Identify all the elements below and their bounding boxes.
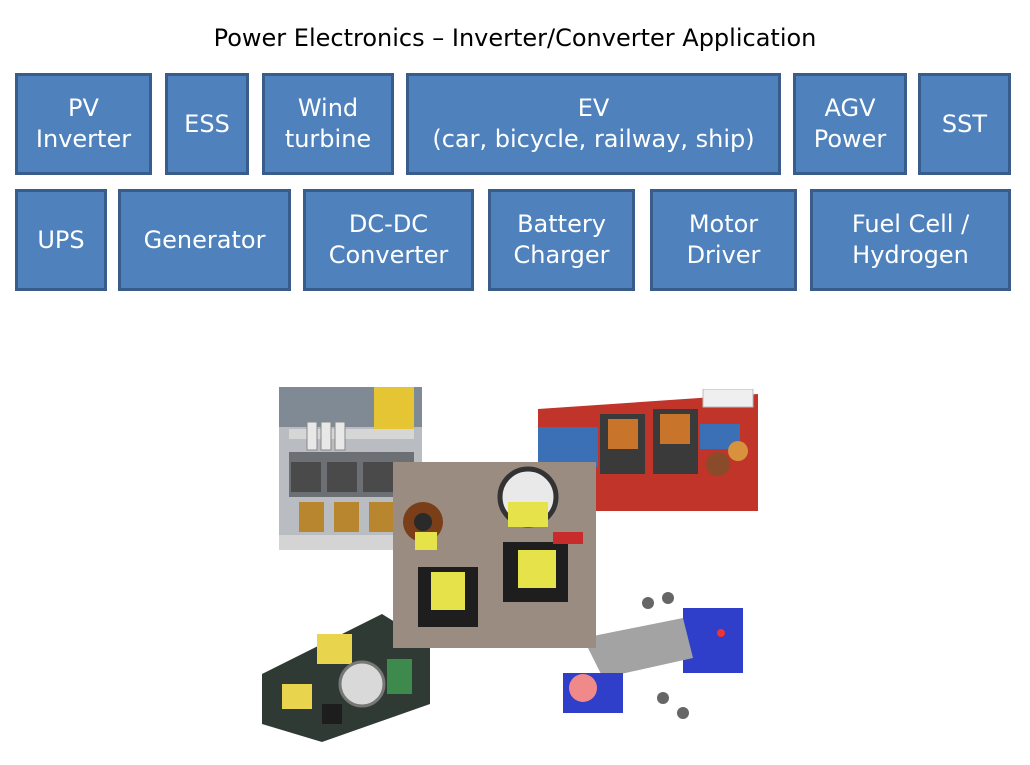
box-battery-charger: Battery Charger bbox=[488, 189, 635, 291]
box-ev: EV (car, bicycle, railway, ship) bbox=[406, 73, 781, 175]
photo-magnetics bbox=[393, 462, 596, 648]
box-ess: ESS bbox=[165, 73, 249, 175]
box-pv-inverter: PV Inverter bbox=[15, 73, 152, 175]
page-title: Power Electronics – Inverter/Converter A… bbox=[213, 24, 817, 52]
photo-smps-board bbox=[262, 614, 430, 742]
box-agv-power: AGV Power bbox=[793, 73, 907, 175]
box-ups: UPS bbox=[15, 189, 107, 291]
box-fuel-cell-hydrogen: Fuel Cell / Hydrogen bbox=[810, 189, 1011, 291]
box-motor-driver: Motor Driver bbox=[650, 189, 797, 291]
box-dc-dc-converter: DC-DC Converter bbox=[303, 189, 474, 291]
box-sst: SST bbox=[918, 73, 1011, 175]
box-generator: Generator bbox=[118, 189, 291, 291]
box-wind-turbine: Wind turbine bbox=[262, 73, 394, 175]
